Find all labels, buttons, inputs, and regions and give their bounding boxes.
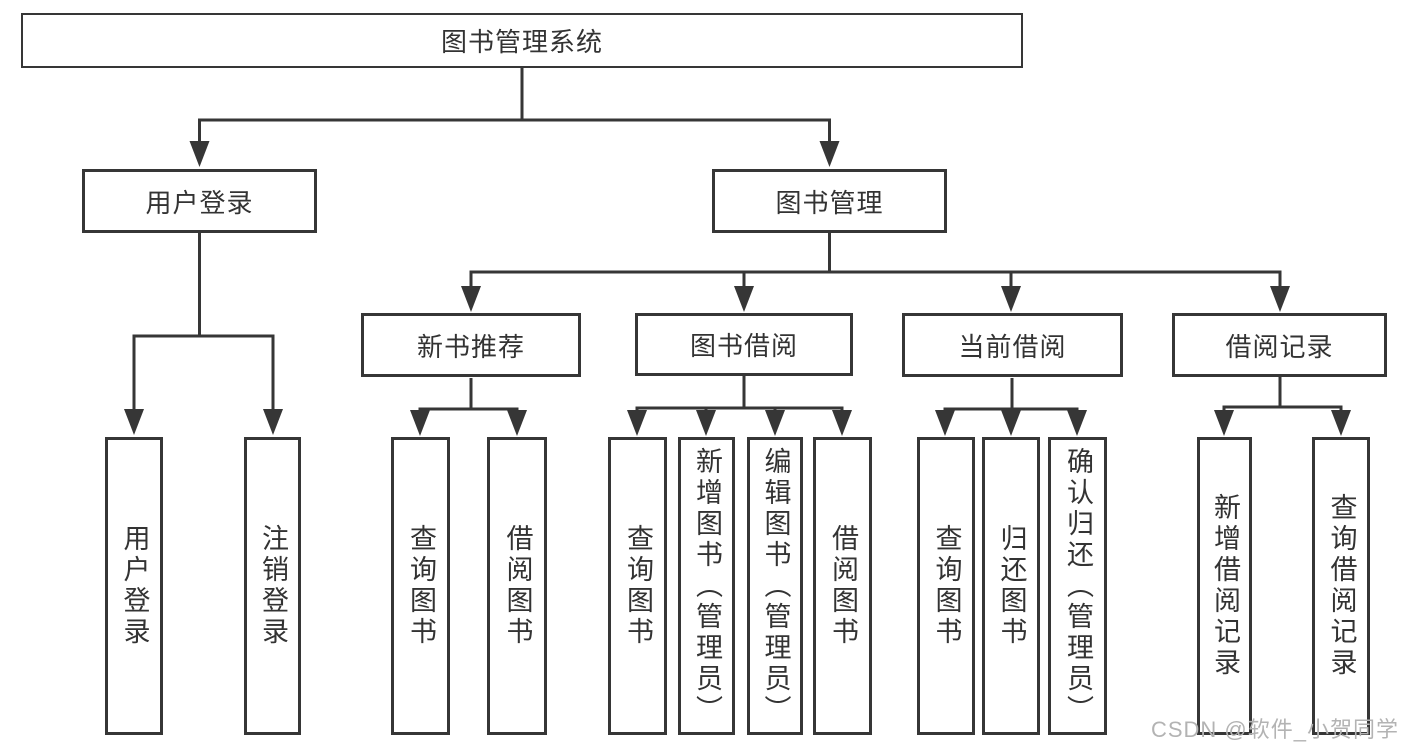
node-label: 借阅记录 (1225, 331, 1334, 362)
node-label: 用户登录 (145, 187, 254, 218)
node-label: 图书管理 (775, 187, 884, 218)
node-label: 查询图书 (623, 524, 653, 648)
node-new-book-recommend: 新书推荐 (361, 313, 581, 377)
node-label: 查询借阅记录 (1326, 493, 1357, 679)
node-label: 借阅图书 (828, 524, 858, 648)
leaf-user-login: 用户登录 (105, 437, 163, 735)
node-label: 图书管理系统 (440, 27, 603, 57)
leaf-logout: 注销登录 (244, 437, 301, 735)
node-label: 图书借阅 (689, 331, 798, 361)
node-label: 归还图书 (996, 524, 1027, 648)
node-book-management: 图书管理 (712, 169, 947, 233)
node-label: 查询图书 (406, 524, 436, 648)
node-label: 编辑图书（管理员） (760, 446, 791, 726)
leaf-cb-query-books: 查询图书 (917, 437, 975, 735)
leaf-cb-confirm-return-admin: 确认归还（管理员） (1048, 437, 1107, 735)
node-user-login: 用户登录 (82, 169, 317, 233)
leaf-bb-add-books-admin: 新增图书（管理员） (678, 437, 735, 735)
leaf-br-query-borrow-record: 查询借阅记录 (1312, 437, 1370, 735)
leaf-br-add-borrow-record: 新增借阅记录 (1197, 437, 1252, 735)
node-book-borrowing: 图书借阅 (635, 313, 853, 376)
node-label: 当前借阅 (958, 331, 1067, 362)
node-label: 注销登录 (258, 524, 288, 648)
leaf-nbr-borrow-books: 借阅图书 (487, 437, 547, 735)
node-label: 查询图书 (931, 524, 962, 648)
node-borrowing-records: 借阅记录 (1172, 313, 1387, 377)
node-label: 借阅图书 (502, 524, 533, 648)
leaf-bb-query-books: 查询图书 (608, 437, 667, 735)
node-label: 新增图书（管理员） (692, 446, 722, 726)
node-label: 新增借阅记录 (1210, 493, 1240, 679)
leaf-cb-return-books: 归还图书 (982, 437, 1040, 735)
node-current-borrowing: 当前借阅 (902, 313, 1123, 377)
watermark-text: CSDN @软件_小贺同学 (1150, 717, 1399, 742)
node-library-management-system: 图书管理系统 (21, 13, 1023, 68)
node-label: 确认归还（管理员） (1063, 446, 1093, 726)
leaf-bb-borrow-books: 借阅图书 (813, 437, 872, 735)
leaf-nbr-query-books: 查询图书 (391, 437, 450, 735)
leaf-bb-edit-books-admin: 编辑图书（管理员） (747, 437, 803, 735)
node-label: 用户登录 (119, 524, 150, 648)
node-label: 新书推荐 (416, 331, 525, 362)
